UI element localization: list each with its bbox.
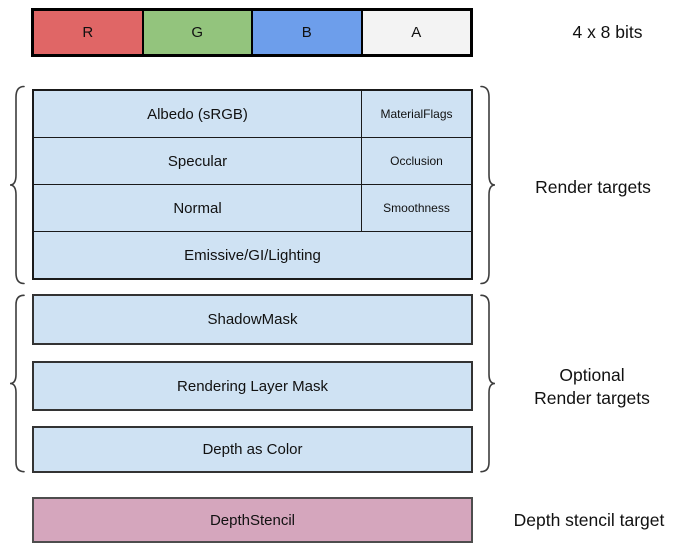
curly-brace-right-optional: [477, 294, 497, 473]
curly-brace-left-optional: [8, 294, 28, 473]
channel-cell-r: R: [34, 11, 142, 54]
depth-stencil-section-label: Depth stencil target: [513, 509, 665, 530]
optional-render-target-box-shadowmask: ShadowMask: [32, 294, 473, 345]
render-target-alpha-cell: Occlusion: [361, 138, 471, 184]
optional-label-line2: Render targets: [534, 388, 650, 408]
bits-per-channel-label: 4 x 8 bits: [572, 22, 643, 42]
table-row: Normal Smoothness: [34, 184, 471, 231]
optional-render-target-box-rendering-layer-mask: Rendering Layer Mask: [32, 361, 473, 411]
render-target-rgb-cell: Albedo (sRGB): [34, 91, 361, 137]
channel-cell-g: G: [141, 11, 251, 54]
render-targets-table: Albedo (sRGB) MaterialFlags Specular Occ…: [32, 89, 473, 280]
render-target-full-cell: Emissive/GI/Lighting: [34, 232, 471, 278]
optional-render-target-box-depth-as-color: Depth as Color: [32, 426, 473, 473]
render-target-alpha-cell: MaterialFlags: [361, 91, 471, 137]
table-row: Specular Occlusion: [34, 137, 471, 184]
curly-brace-right-render-targets: [477, 85, 497, 285]
depth-stencil-box: DepthStencil: [32, 497, 473, 543]
channel-cell-b: B: [251, 11, 361, 54]
channel-cell-a: A: [360, 11, 470, 54]
render-target-alpha-cell: Smoothness: [361, 185, 471, 231]
curly-brace-left-render-targets: [8, 85, 28, 285]
render-target-rgb-cell: Specular: [34, 138, 361, 184]
table-row: Albedo (sRGB) MaterialFlags: [34, 91, 471, 137]
optional-label-line1: Optional: [559, 365, 625, 385]
optional-render-targets-section-label: Optional Render targets: [497, 363, 687, 411]
render-targets-section-label: Render targets: [535, 176, 651, 197]
table-row: Emissive/GI/Lighting: [34, 231, 471, 278]
channel-bits-bar: R G B A: [31, 8, 473, 57]
render-target-rgb-cell: Normal: [34, 185, 361, 231]
